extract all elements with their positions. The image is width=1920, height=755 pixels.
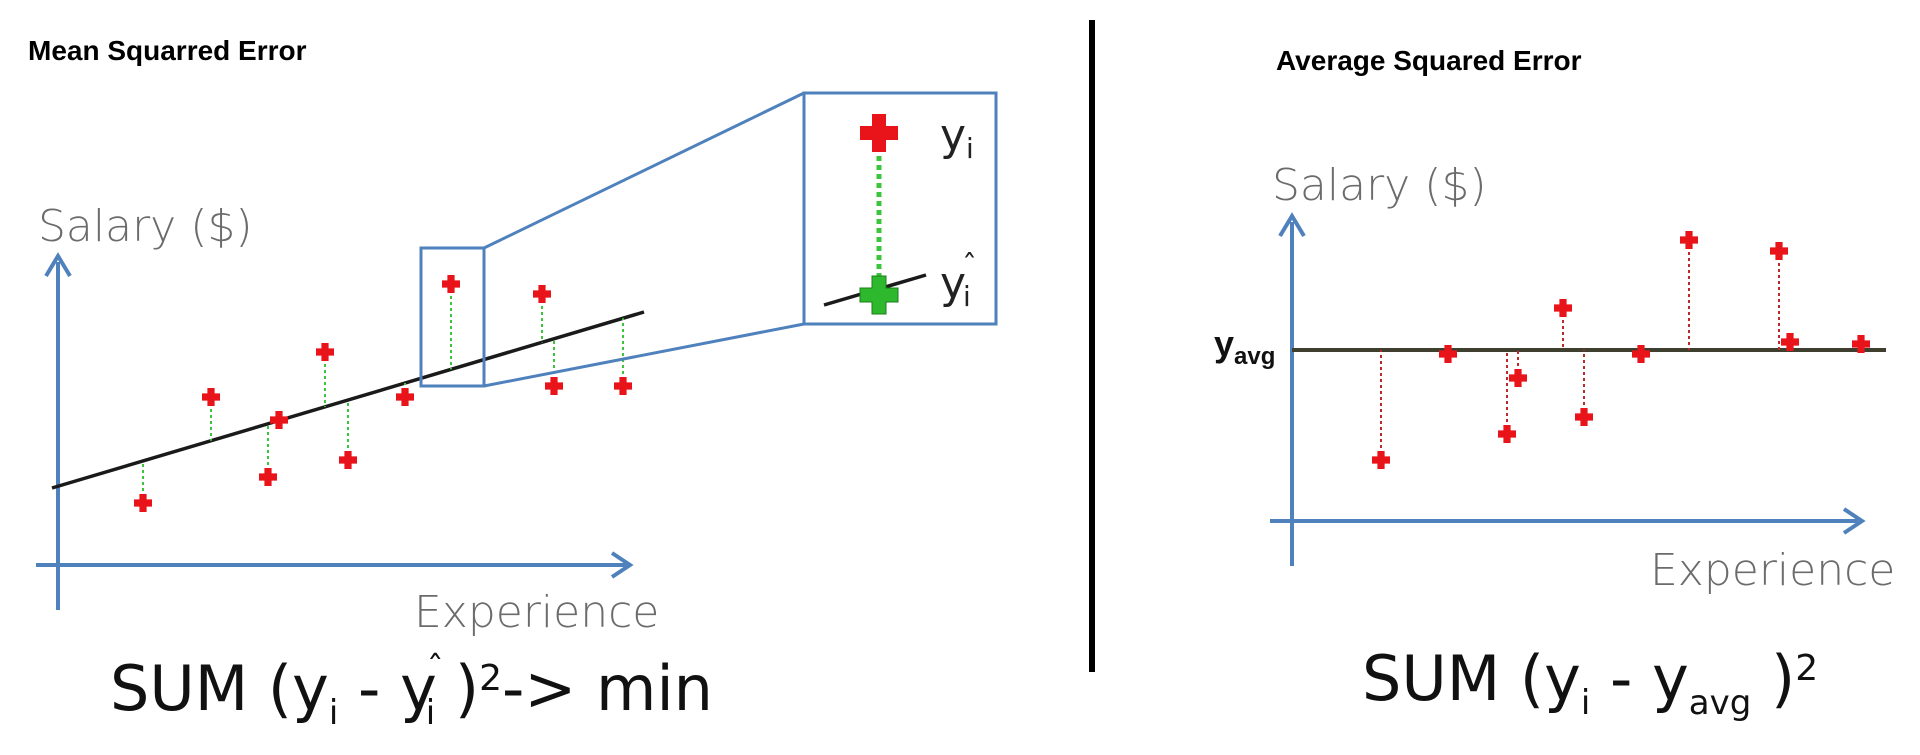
data-point-icon (270, 411, 288, 429)
data-point-icon (1781, 333, 1799, 351)
zoom-label-actual: yi (940, 110, 974, 165)
average-label: yavg (1214, 323, 1275, 370)
data-point-icon (1509, 369, 1527, 387)
data-point-icon (1575, 408, 1593, 426)
data-point-icon (1632, 345, 1650, 363)
right-formula: SUM (yi - yavg )2 (1362, 642, 1818, 723)
left-axes (36, 252, 634, 610)
data-point-icon (316, 343, 334, 361)
right-x-axis-arrowhead (1842, 507, 1866, 535)
data-point-icon (1439, 345, 1457, 363)
data-point-icon (442, 275, 460, 293)
data-point-icon (1498, 425, 1516, 443)
data-point-icon (1554, 299, 1572, 317)
left-panel-title: Mean Squarred Error (28, 35, 307, 66)
right-y-axis-label: Salary ($) (1272, 160, 1487, 211)
left-y-axis-label: Salary ($) (38, 201, 253, 252)
data-point-icon (396, 388, 414, 406)
zoom-connector-top (483, 91, 805, 250)
right-data-points (1372, 231, 1870, 469)
data-point-icon (339, 451, 357, 469)
zoom-predicted-point-icon (859, 275, 899, 315)
zoom-detail-box (802, 91, 998, 326)
data-point-icon (1852, 335, 1870, 353)
zoom-source-box (419, 246, 486, 388)
right-axes (1270, 212, 1866, 566)
zoom-actual-point-icon (860, 114, 898, 152)
left-y-axis-arrowhead (44, 252, 72, 278)
left-data-points (134, 275, 633, 512)
left-panel: Mean Squarred Error Salary ($) Experienc… (28, 35, 998, 733)
left-x-axis-arrowhead (610, 551, 634, 579)
right-y-axis-arrowhead (1278, 212, 1306, 238)
data-point-icon (259, 468, 277, 486)
data-point-icon (202, 388, 220, 406)
data-point-icon (1372, 451, 1390, 469)
data-point-icon (614, 377, 633, 395)
right-x-axis-label: Experience (1650, 545, 1895, 596)
data-point-icon (545, 377, 564, 395)
data-point-icon (1680, 231, 1698, 249)
regression-line (51, 310, 645, 490)
left-x-axis-label: Experience (414, 587, 659, 638)
data-point-icon (1770, 242, 1788, 260)
right-panel: Average Squared Error Salary ($) Experie… (1214, 45, 1895, 723)
right-panel-title: Average Squared Error (1276, 45, 1582, 76)
data-point-icon (533, 285, 552, 303)
zoom-connector-bottom (483, 322, 805, 388)
data-point-icon (134, 494, 152, 512)
